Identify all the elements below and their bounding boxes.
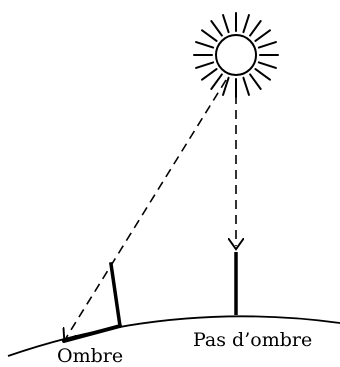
sun-ray xyxy=(196,42,213,48)
sun-ray xyxy=(255,30,270,41)
sun-ray xyxy=(202,30,217,41)
sun-ray xyxy=(243,15,249,32)
sun-ray xyxy=(211,74,222,89)
sun-ray xyxy=(243,78,249,95)
sun-ray xyxy=(259,62,276,68)
sun-ray xyxy=(259,42,276,48)
sun-ray xyxy=(202,69,217,80)
sun-ray xyxy=(250,74,261,89)
sun-ray xyxy=(196,62,213,68)
left-stick xyxy=(111,264,120,326)
sun-disc xyxy=(216,35,256,75)
sun-ray xyxy=(250,21,261,36)
sun-ray xyxy=(255,69,270,80)
sun-ray xyxy=(223,15,229,32)
sun-ray xyxy=(211,21,222,36)
no-shadow-label: Pas d’ombre xyxy=(193,329,312,351)
oblique-sun-ray xyxy=(66,80,226,338)
shadow-label: Ombre xyxy=(57,345,123,367)
